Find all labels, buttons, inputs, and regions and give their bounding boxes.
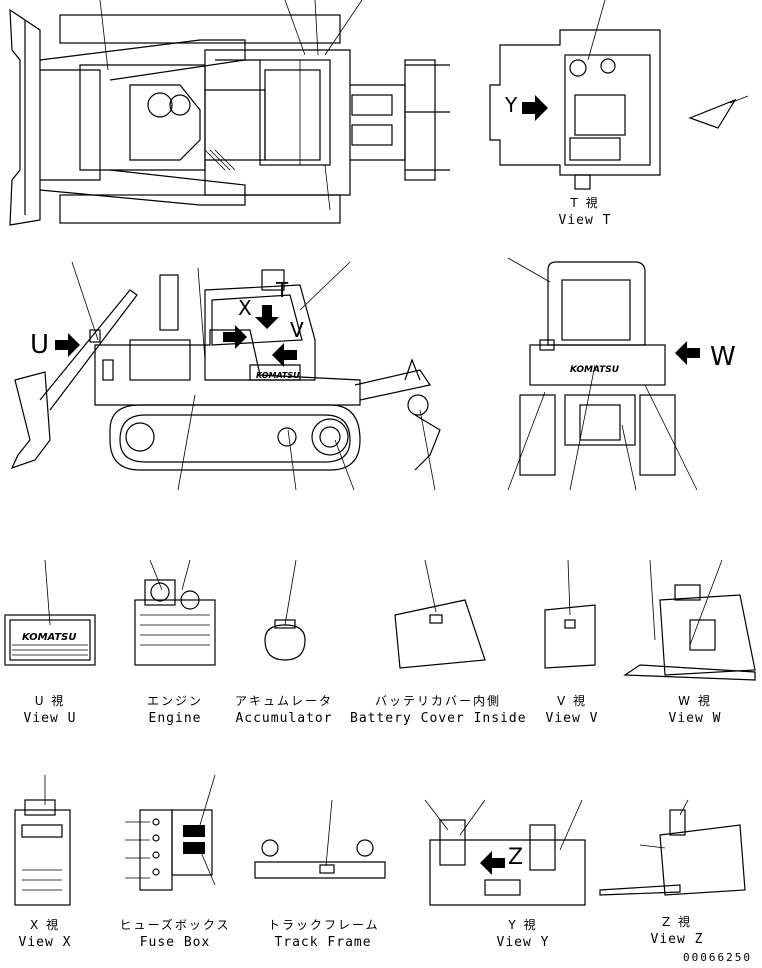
caption-fuse-box-jp: ヒューズボックス (119, 918, 231, 932)
caption-accumulator-jp: アキュムレータ (234, 694, 333, 708)
battery-cover-drawing (394, 559, 486, 669)
caption-engine: エンジン Engine (130, 693, 220, 727)
caption-engine-jp: エンジン (146, 694, 203, 708)
caption-accumulator: アキュムレータ Accumulator (232, 693, 336, 727)
caption-view-v: V 視 View V (532, 693, 612, 727)
arrow-label-v: V (290, 318, 304, 342)
accumulator-drawing (264, 559, 306, 661)
caption-view-w: W 視 View W (650, 693, 740, 727)
view-w-drawing (623, 559, 756, 681)
arrow-label-x: X (238, 296, 252, 320)
view-v-drawing (544, 559, 596, 669)
caption-track-frame-jp: トラックフレーム (268, 918, 380, 932)
caption-view-z-jp: Z 視 (661, 915, 693, 929)
svg-text:KOMATSU: KOMATSU (570, 365, 620, 375)
caption-fuse-box-en: Fuse Box (139, 935, 211, 950)
document-number: 00066250 (683, 951, 752, 964)
caption-view-y-jp: Y 視 (508, 918, 538, 932)
caption-battery-cover-en: Battery Cover Inside (350, 711, 527, 726)
caption-view-z: Z 視 View Z (632, 914, 722, 948)
caption-battery-cover: バッテリカバー内側 Battery Cover Inside (350, 693, 526, 727)
caption-track-frame-en: Track Frame (274, 935, 372, 950)
svg-text:KOMATSU: KOMATSU (256, 371, 300, 380)
caption-engine-en: Engine (148, 711, 202, 726)
caption-view-x-en: View X (18, 935, 72, 950)
arrow-label-y: Y (505, 93, 518, 117)
caption-view-v-en: View V (545, 711, 599, 726)
engine-drawing (134, 559, 216, 666)
caption-view-w-en: View W (668, 711, 722, 726)
caption-view-x-jp: X 視 (29, 918, 61, 932)
arrow-label-w: W (710, 342, 736, 372)
arrow-label-z: Z (508, 845, 524, 870)
rear-view-dozer: KOMATSU (507, 257, 700, 491)
top-view-dozer (9, 0, 450, 226)
caption-accumulator-en: Accumulator (235, 711, 333, 726)
view-t-drawing (489, 0, 749, 190)
caption-view-u: U 視 View U (5, 693, 95, 727)
side-view-dozer: KOMATSU (10, 261, 441, 491)
view-x-drawing (14, 775, 71, 906)
caption-view-v-jp: V 視 (556, 694, 588, 708)
caption-view-y: Y 視 View Y (478, 917, 568, 951)
svg-text:KOMATSU: KOMATSU (22, 632, 77, 643)
view-z-drawing (599, 799, 746, 896)
caption-view-t-en: View T (558, 213, 612, 228)
caption-battery-cover-jp: バッテリカバー内側 (374, 694, 501, 708)
caption-view-z-en: View Z (650, 932, 704, 947)
caption-view-u-en: View U (23, 711, 77, 726)
caption-fuse-box: ヒューズボックス Fuse Box (115, 917, 235, 951)
caption-track-frame: トラックフレーム Track Frame (268, 917, 378, 951)
caption-view-x: X 視 View X (0, 917, 90, 951)
arrow-label-t: T (276, 278, 289, 302)
arrow-label-u: U (30, 330, 50, 360)
track-frame-drawing (254, 799, 386, 879)
caption-view-w-jp: W 視 (678, 694, 712, 708)
caption-view-t-jp: T 視 (570, 196, 600, 210)
fuse-box-drawing (125, 774, 216, 891)
caption-view-u-jp: U 視 (34, 694, 66, 708)
caption-view-t: T 視 View T (540, 195, 630, 229)
view-y-drawing (424, 799, 586, 906)
caption-view-y-en: View Y (496, 935, 550, 950)
view-u-drawing: KOMATSU (4, 559, 96, 666)
